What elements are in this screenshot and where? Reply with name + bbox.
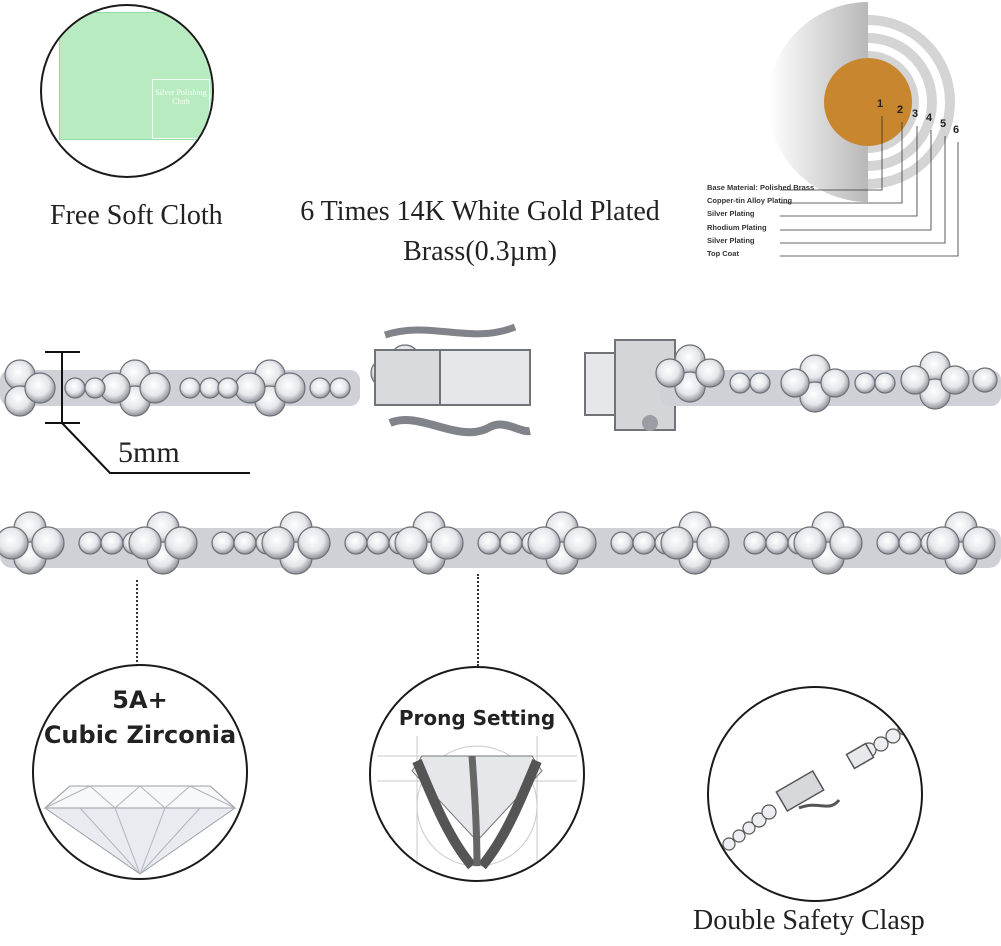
layer-number-3: 3 xyxy=(912,108,919,120)
prong-setting-illustration xyxy=(377,736,577,876)
link-stone xyxy=(898,531,922,555)
link-stone xyxy=(100,531,124,555)
link-stone xyxy=(344,531,368,555)
cluster-stone xyxy=(394,526,428,560)
layer-number-6: 6 xyxy=(953,124,960,136)
soft-cloth-circle: Silver Polishing Cloth xyxy=(40,4,214,178)
link-stone xyxy=(610,531,634,555)
plating-title-line1: 6 Times 14K White Gold Plated xyxy=(300,196,660,227)
cluster-stone xyxy=(563,526,597,560)
link-stone xyxy=(78,531,102,555)
layer-label-6: Top Coat xyxy=(707,249,739,258)
link-stone xyxy=(233,531,257,555)
cubic-zirconia-circle: 5A+ Cubic Zirconia xyxy=(32,664,248,880)
leader-line-prong xyxy=(477,574,479,666)
cluster-stone xyxy=(261,526,295,560)
cluster-stone xyxy=(430,526,464,560)
layer-label-4: Rhodium Plating xyxy=(707,223,767,232)
soft-cloth-label: Free Soft Cloth xyxy=(50,200,223,231)
prong-setting-label: Prong Setting xyxy=(398,706,556,730)
plating-layers-diagram: 1 2 3 4 5 6 Base Material: Polished Bras… xyxy=(700,0,1000,275)
cluster-stone xyxy=(696,526,730,560)
cloth-stamp: Silver Polishing Cloth xyxy=(152,79,210,139)
layer-label-1: Base Material: Polished Brass xyxy=(707,183,815,192)
layer-number-2: 2 xyxy=(897,104,904,116)
layer-label-2: Copper-tin Alloy Plating xyxy=(707,196,793,205)
layer-label-5: Silver Plating xyxy=(707,236,755,245)
zirconia-name-label: Cubic Zirconia xyxy=(43,721,237,749)
safety-clasp-circle xyxy=(707,686,923,902)
cluster-stone xyxy=(297,526,331,560)
diamond-illustration xyxy=(43,785,237,875)
link-stone xyxy=(876,531,900,555)
link-stone xyxy=(499,531,523,555)
bracelet-open-clasp-image xyxy=(0,323,1001,474)
clasp-chain-illustration xyxy=(722,720,913,851)
cluster-stone xyxy=(527,526,561,560)
leader-line-zirconia xyxy=(136,580,138,666)
cluster-stone xyxy=(0,526,29,560)
bracelet-full-image xyxy=(0,511,1001,575)
cluster-stone xyxy=(128,526,162,560)
link-stone xyxy=(477,531,501,555)
width-label: 5mm xyxy=(118,436,180,469)
cluster-stone xyxy=(164,526,198,560)
link-stone xyxy=(211,531,235,555)
layer-number-4: 4 xyxy=(926,112,933,124)
cluster-stone xyxy=(926,526,960,560)
cluster-stone xyxy=(660,526,694,560)
prong-setting-circle: Prong Setting xyxy=(369,666,585,882)
polishing-cloth-image: Silver Polishing Cloth xyxy=(59,12,212,140)
link-stone xyxy=(632,531,656,555)
cluster-stone xyxy=(829,526,863,560)
link-stone xyxy=(366,531,390,555)
cluster-stone xyxy=(793,526,827,560)
plating-title-line2: Brass(0.3µm) xyxy=(403,236,557,267)
cluster-stone xyxy=(962,526,996,560)
plating-title: 6 Times 14K White Gold Plated Brass(0.3µ… xyxy=(270,192,690,272)
layer-number-5: 5 xyxy=(940,118,947,130)
plating-rings-graphic xyxy=(768,2,959,257)
link-stone xyxy=(765,531,789,555)
layer-label-3: Silver Plating xyxy=(707,209,755,218)
cluster-stone xyxy=(31,526,65,560)
layer-number-1: 1 xyxy=(877,98,884,110)
link-stone xyxy=(743,531,767,555)
zirconia-grade-label: 5A+ xyxy=(112,686,168,714)
safety-clasp-label: Double Safety Clasp xyxy=(693,905,925,936)
